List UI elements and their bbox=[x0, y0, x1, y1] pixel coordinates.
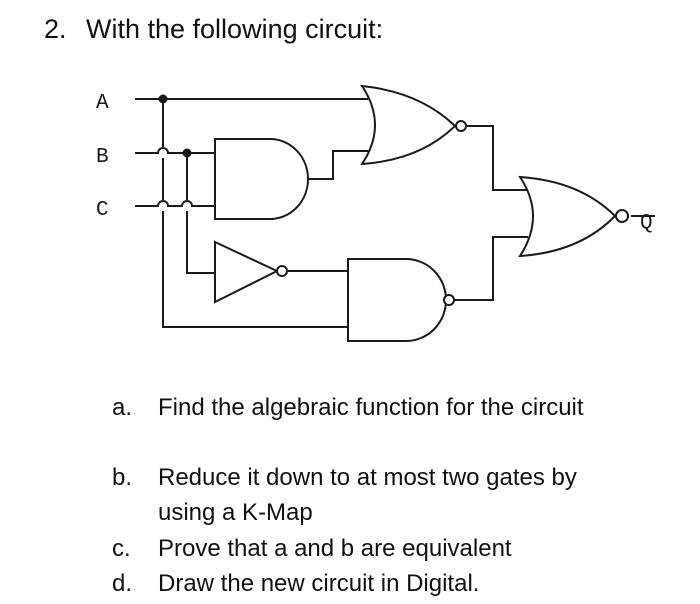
junction-dot-b bbox=[182, 148, 192, 158]
part-d-text: Draw the new circuit in Digital. bbox=[158, 570, 480, 597]
question-number: 2. bbox=[44, 14, 67, 44]
junction-dot-a bbox=[158, 94, 168, 104]
input-label-c: C bbox=[96, 199, 109, 222]
part-a-text: Find the algebraic function for the circ… bbox=[158, 394, 584, 421]
part-b-text: Reduce it down to at most two gates by u… bbox=[158, 464, 577, 526]
input-label-a: A bbox=[96, 92, 109, 115]
part-b: b. Reduce it down to at most two gates b… bbox=[112, 460, 672, 530]
nand-gate bbox=[347, 258, 455, 342]
output-label-q: Q bbox=[640, 212, 653, 235]
and-gate bbox=[214, 138, 309, 220]
part-c-text: Prove that a and b are equivalent bbox=[158, 535, 512, 562]
circuit-wires bbox=[135, 98, 655, 328]
part-a: a. Find the algebraic function for the c… bbox=[112, 390, 672, 425]
question-heading: 2. With the following circuit: bbox=[44, 14, 383, 45]
part-c-letter: c. bbox=[112, 535, 131, 562]
not-gate bbox=[214, 240, 288, 304]
nor-gate-top bbox=[359, 84, 467, 166]
question-prompt: With the following circuit: bbox=[86, 14, 384, 44]
part-a-letter: a. bbox=[112, 394, 133, 421]
input-label-b: B bbox=[96, 146, 109, 169]
part-d: d. Draw the new circuit in Digital. bbox=[112, 566, 672, 601]
part-c: c. Prove that a and b are equivalent bbox=[112, 531, 672, 566]
part-b-letter: b. bbox=[112, 464, 133, 491]
nor-gate-output bbox=[518, 175, 629, 258]
part-d-letter: d. bbox=[112, 570, 133, 597]
